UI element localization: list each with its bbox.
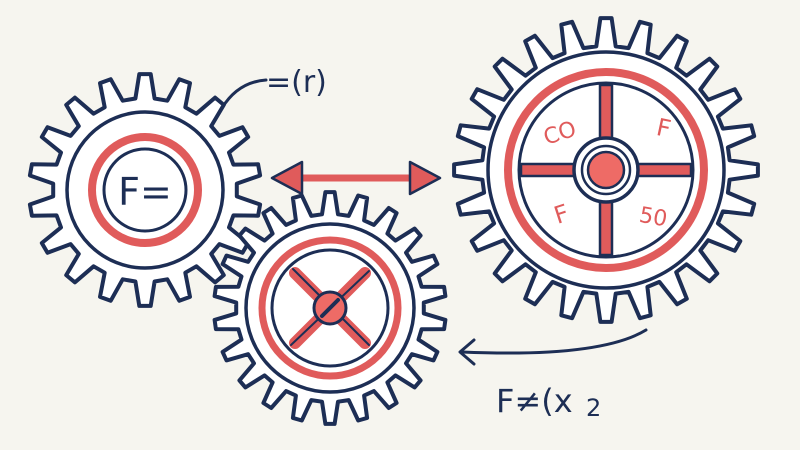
bottom-gear: [212, 190, 448, 426]
radius-leader-line: [220, 78, 268, 110]
radius-annotation: =(r): [220, 65, 327, 110]
right-gear: CO F F 50: [452, 16, 760, 324]
right-gear-rim: [486, 50, 726, 290]
curved-arrow-icon: [458, 328, 648, 366]
left-gear-inner-ring: [102, 147, 188, 233]
right-gear-inner-ring: [517, 81, 695, 259]
left-gear-formula: F=: [118, 170, 172, 214]
bottom-formula-main: F≠(x: [496, 382, 573, 420]
left-gear-rim: [65, 110, 225, 270]
right-gear-hub-center: [586, 150, 626, 190]
bottom-gear-inner-ring: [270, 248, 390, 368]
double-headed-arrow-icon: [270, 160, 442, 196]
right-gear-label-bottom-right: 50: [637, 203, 669, 232]
radius-label: =(r): [266, 65, 327, 100]
bottom-gear-rim: [244, 222, 416, 394]
left-gear: F=: [27, 72, 263, 308]
right-gear-label-top-right: F: [654, 113, 673, 143]
bottom-formula-subscript: 2: [586, 394, 601, 422]
bottom-gear-hub-slot: [320, 298, 340, 318]
bottom-formula: F≠(x 2: [496, 382, 601, 422]
